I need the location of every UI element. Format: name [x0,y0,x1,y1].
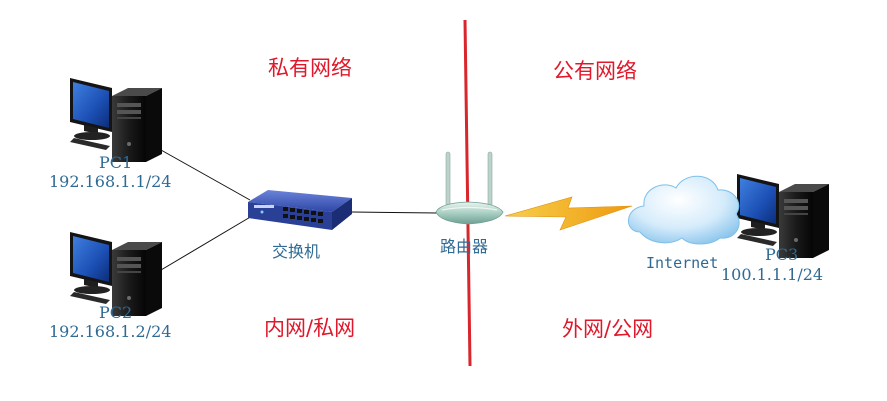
pc1-ip-label: 192.168.1.1/24 [49,172,172,191]
link-pc1-switch [160,149,251,201]
zone-label-public-network: 公有网络 [553,59,637,83]
zone-label-extranet: 外网/公网 [562,317,654,341]
pc2-ip-label: 192.168.1.2/24 [49,322,172,341]
internet-name-label: Internet [646,254,719,272]
zone-label-intranet: 内网/私网 [264,316,356,340]
link-pc2-switch [160,215,253,271]
switch-name-label: 交换机 [272,242,321,261]
link-switch-router [351,211,439,214]
pc3-name-label: PC3 [765,245,799,264]
pc1-icon [70,78,162,162]
cloud-icon [628,175,740,245]
router-name-label: 路由器 [440,237,489,256]
divider-line [463,19,472,367]
zone-label-private-network: 私有网络 [268,56,352,80]
pc2-name-label: PC2 [99,303,133,322]
pc1-name-label: PC1 [99,153,133,172]
switch-icon [248,190,352,230]
pc3-ip-label: 100.1.1.1/24 [721,265,824,284]
router-icon [435,151,504,225]
wan-lightning-icon [504,196,633,231]
